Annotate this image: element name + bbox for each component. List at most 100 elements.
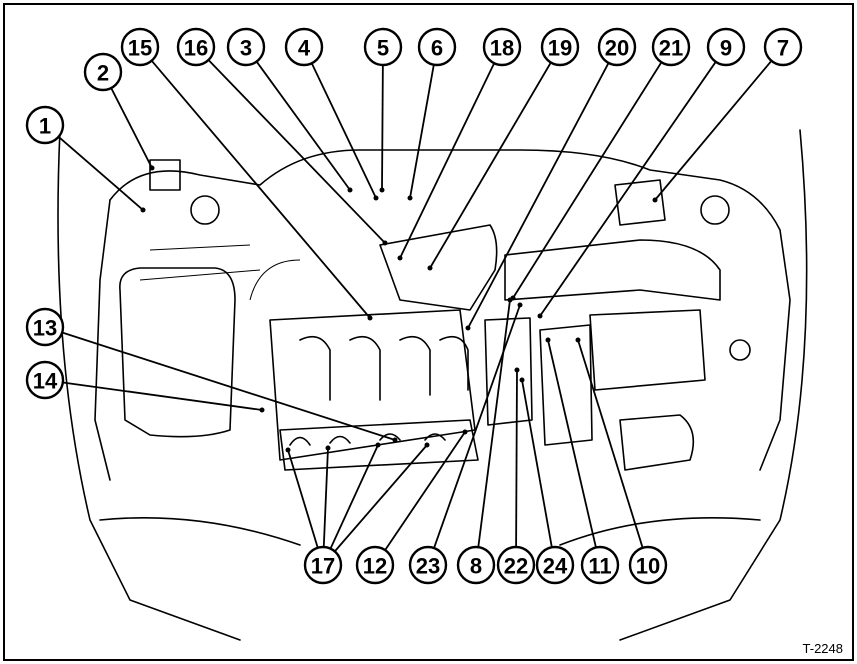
callout-19: 19 [427, 27, 580, 271]
frame-border [3, 3, 854, 661]
leader-line [429, 62, 552, 269]
callout-12: 12 [355, 429, 468, 585]
leader-dot [514, 367, 520, 373]
leader-line [207, 59, 386, 244]
callout-1: 1 [25, 105, 146, 213]
callout-number: 4 [298, 36, 311, 61]
callout-number: 10 [636, 554, 660, 579]
callout-20: 20 [465, 27, 637, 331]
callout-number: 16 [184, 36, 208, 61]
leader-dot [375, 442, 381, 448]
leader-line [329, 444, 379, 550]
leader-dot [537, 313, 543, 319]
leader-line [539, 61, 717, 317]
callout-4: 4 [284, 27, 379, 201]
callout-number: 19 [548, 36, 572, 61]
callout-number: 20 [605, 36, 629, 61]
callout-3: 3 [226, 27, 353, 193]
callout-11: 11 [545, 337, 620, 585]
leader-line [521, 379, 553, 548]
callout-circle [83, 52, 123, 92]
callout-circle [456, 545, 496, 585]
leader-dot [347, 187, 353, 193]
leader-dot [407, 195, 413, 201]
callout-number: 18 [490, 36, 514, 61]
callout-number: 14 [33, 369, 58, 394]
leader-line [467, 62, 610, 329]
leader-line [409, 64, 435, 199]
callout-number: 11 [588, 554, 611, 579]
leader-dot [379, 187, 385, 193]
callout-number: 22 [504, 554, 528, 579]
leader-dot [507, 297, 513, 303]
leader-line [58, 136, 144, 211]
callout-16: 16 [176, 27, 388, 246]
leader-dot [519, 377, 525, 383]
callout-circle [303, 545, 343, 585]
callout-circle [226, 27, 266, 67]
callout-18: 18 [397, 27, 522, 261]
fuse-box [539, 324, 593, 446]
leader-line [515, 369, 518, 548]
callout-circle [355, 545, 395, 585]
callout-14: 14 [25, 360, 265, 413]
callout-circle [482, 27, 522, 67]
leader-dot [462, 429, 468, 435]
callout-number: 17 [311, 554, 335, 579]
leader-line [322, 447, 329, 548]
leader-line [62, 381, 263, 411]
callout-circle [597, 27, 637, 67]
leader-line [399, 62, 495, 259]
callout-circle [417, 27, 457, 67]
callout-circle [284, 27, 324, 67]
leader-line [110, 87, 153, 169]
leader-line [61, 331, 396, 441]
callout-15: 15 [120, 27, 373, 321]
leader-dot [652, 197, 658, 203]
leader-line [310, 62, 377, 199]
distributor [484, 317, 533, 426]
callout-9: 9 [537, 27, 746, 319]
air-intake-duct [504, 239, 721, 301]
leader-dot [140, 207, 146, 213]
leader-line [547, 339, 597, 548]
throttle-body [379, 224, 498, 311]
leader-dot [382, 240, 388, 246]
leader-dot [397, 255, 403, 261]
callout-number: 23 [416, 554, 440, 579]
leader-dot [545, 337, 551, 343]
callout-number: 21 [659, 36, 683, 61]
callout-23: 23 [408, 302, 523, 585]
leader-dot [424, 442, 430, 448]
leader-line [577, 339, 644, 549]
battery [589, 309, 706, 391]
leader-dot [367, 315, 373, 321]
callout-number: 5 [377, 36, 389, 61]
callout-circle [120, 27, 160, 67]
callout-24: 24 [519, 377, 575, 585]
reservoir-2 [149, 159, 181, 191]
callout-circle [25, 360, 65, 400]
leader-dot [325, 445, 331, 451]
leader-line [381, 64, 384, 191]
callout-17: 17 [285, 442, 430, 585]
engine-bay-outline [57, 129, 808, 641]
figure-code: T-2248 [802, 641, 843, 656]
callout-10: 10 [575, 337, 668, 585]
leader-dot [465, 325, 471, 331]
callout-2: 2 [83, 52, 155, 171]
callout-13: 13 [25, 307, 398, 443]
leader-line [334, 444, 428, 552]
callout-5: 5 [363, 27, 403, 193]
leader-dot [392, 437, 398, 443]
callout-number: 7 [777, 36, 789, 61]
callout-circle [706, 27, 746, 67]
leader-line [477, 299, 511, 548]
callout-circle [628, 545, 668, 585]
callout-number: 12 [363, 554, 387, 579]
leader-line [255, 61, 351, 191]
callout-circle [408, 545, 448, 585]
